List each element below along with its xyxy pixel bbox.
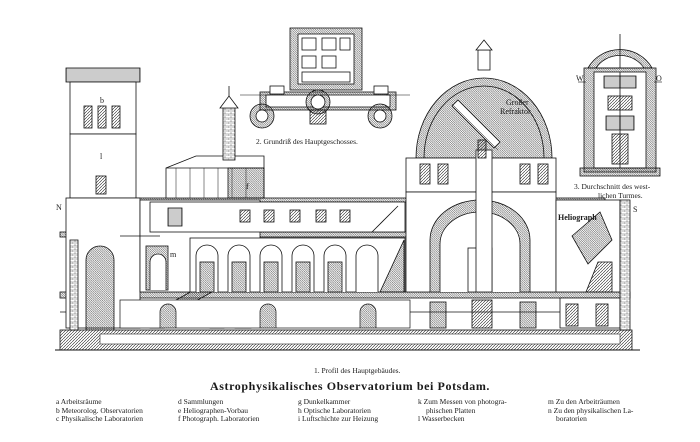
legend-column-4: k Zum Messen von photogra- phischen Plat… xyxy=(418,397,507,424)
east-wing xyxy=(555,199,631,331)
section-caption-line1: 3. Durchschnitt des west- xyxy=(574,182,651,191)
legend-column-2: d Sammlungen e Heliographen-Vorbau f Pho… xyxy=(178,397,260,424)
great-refractor-telescope xyxy=(451,99,501,159)
legend-entry: phischen Platten xyxy=(426,405,476,415)
heliograph-label: Heliograph xyxy=(558,213,597,222)
legend-column-3: g Dunkelkammer h Optische Laboratorien i… xyxy=(298,397,379,424)
room-label-l: l xyxy=(100,152,103,161)
legend-entry: d Sammlungen xyxy=(178,397,224,406)
central-arcade xyxy=(189,237,406,293)
legend-entry: l Wasserbecken xyxy=(418,414,465,424)
ground-floor-rooms xyxy=(119,299,411,329)
refraktor-label-line2: Refraktor xyxy=(500,107,531,116)
legend-entry: k Zum Messen von photogra- xyxy=(418,397,507,406)
tower-section xyxy=(579,34,661,177)
legend-entry: n Zu den physikalischen La- xyxy=(548,405,634,415)
section-caption-line2: lichen Turmes. xyxy=(598,191,643,200)
east-marker: O xyxy=(656,74,662,83)
legend-entry: i Luftschichte zur Heizung xyxy=(298,414,379,424)
chimney-tower xyxy=(219,86,239,161)
room-label-f: f xyxy=(246,182,249,191)
profile-caption: 1. Profil des Hauptgebäudes. xyxy=(314,366,401,375)
section-markers xyxy=(240,81,662,96)
north-marker: N xyxy=(56,203,62,212)
glass-laboratory xyxy=(165,155,265,199)
legend-column-1: a Arbeitsräume b Meteorolog. Observatori… xyxy=(56,397,144,424)
ground-plan xyxy=(249,27,397,129)
plan-caption: 2. Grundriß des Hauptgeschosses. xyxy=(256,137,358,146)
room-label-m: m xyxy=(170,250,177,259)
legend-column-5: m Zu den Arbeiträumen n Zu den physikali… xyxy=(548,397,634,424)
legend-entry: a Arbeitsräume xyxy=(56,397,102,406)
legend-entry: m Zu den Arbeiträumen xyxy=(548,397,620,406)
legend-entry: g Dunkelkammer xyxy=(298,397,351,406)
legend-entry: h Optische Laboratorien xyxy=(298,405,371,415)
foundation xyxy=(55,329,640,351)
legend-entry: c Physikalische Laboratorien xyxy=(56,414,144,424)
upper-storey xyxy=(149,201,406,233)
west-marker: W xyxy=(576,74,584,83)
west-tower xyxy=(65,67,141,331)
central-dome-tower xyxy=(405,39,557,329)
illustration-title: Astrophysikalisches Observatorium bei Po… xyxy=(209,379,491,393)
room-label-b: b xyxy=(100,96,104,105)
south-marker: S xyxy=(633,205,638,214)
refraktor-label-line1: Großer xyxy=(506,98,529,107)
legend-entry: f Photograph. Laboratorien xyxy=(178,414,260,424)
legend-entry: e Heliographen-Vorbau xyxy=(178,405,249,415)
legend-entry: boratorien xyxy=(556,414,587,424)
legend-entry: b Meteorolog. Observatorien xyxy=(56,405,143,415)
